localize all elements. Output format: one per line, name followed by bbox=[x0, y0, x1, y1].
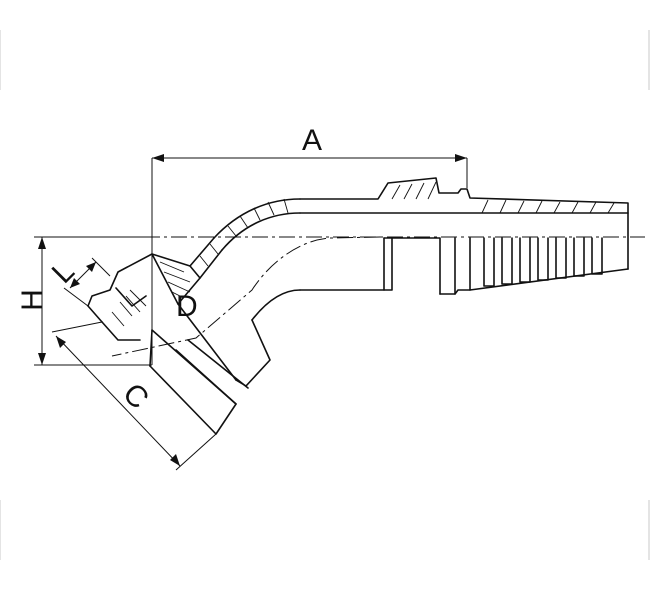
label-a: A bbox=[302, 124, 322, 157]
dim-a bbox=[151, 154, 468, 365]
label-d: D bbox=[176, 290, 198, 323]
dim-l bbox=[63, 257, 111, 307]
label-c: C bbox=[116, 377, 155, 416]
barbs bbox=[483, 237, 603, 287]
bend-hatch bbox=[199, 198, 289, 267]
dim-h bbox=[34, 236, 152, 366]
thread-hatch bbox=[391, 181, 615, 214]
label-h: H bbox=[16, 289, 49, 311]
flange-hatch bbox=[159, 261, 191, 299]
bolt-hatch bbox=[111, 289, 147, 327]
flange-head bbox=[87, 253, 271, 435]
center-lines bbox=[36, 236, 645, 357]
bend-section bbox=[189, 198, 301, 321]
dim-c bbox=[51, 321, 217, 471]
frame-marks bbox=[0, 30, 650, 560]
tail-body bbox=[299, 177, 629, 295]
